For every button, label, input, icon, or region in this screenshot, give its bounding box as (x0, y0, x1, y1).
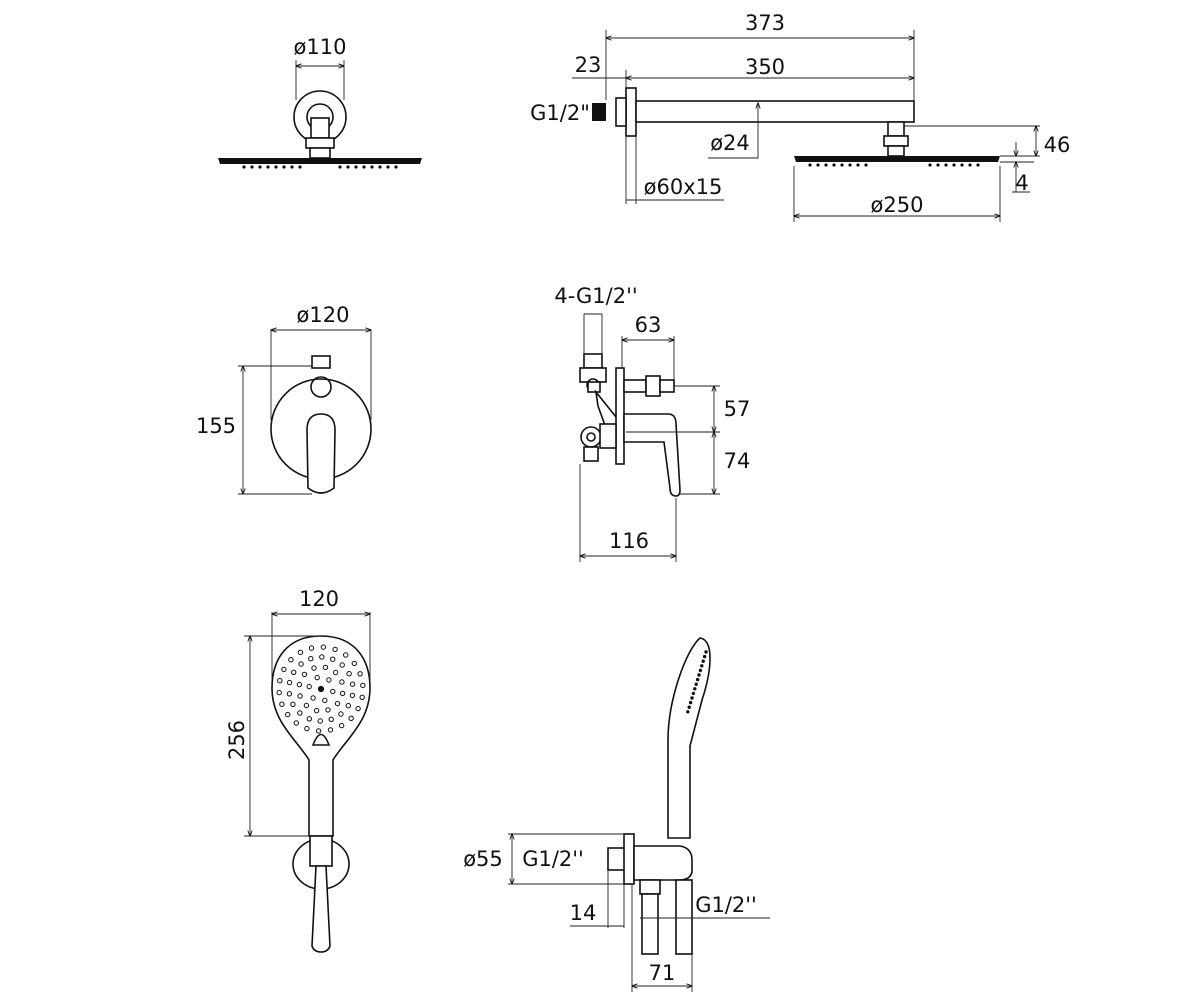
mixer-side-view: 4-G1/2'' 63 57 74 116 (554, 284, 750, 562)
plate-height-label: 155 (196, 414, 236, 438)
hand-head-width-label: 120 (299, 587, 339, 611)
mixer-total-depth-label: 116 (609, 529, 649, 553)
hand-shower-side-view: ø55 G1/2'' 14 G1/2'' 71 (463, 637, 770, 992)
mixer-lower-height-label: 74 (724, 449, 751, 473)
overhead-inlet-thread-label: G1/2" (530, 101, 590, 125)
mixer-upper-height-label: 57 (724, 397, 751, 421)
mixer-front-view: ø120 155 (196, 303, 372, 494)
arm-length-total-label: 373 (745, 11, 785, 35)
flange-offset-label: 23 (575, 53, 602, 77)
side-spray-nozzles (686, 650, 708, 714)
arm-length-label: 350 (745, 55, 785, 79)
overhead-shower-front-view: ø110 (218, 35, 422, 169)
flange-size-label: ø60x15 (644, 175, 723, 199)
hand-outlet-thread-label: G1/2'' (695, 893, 757, 917)
overhead-shower-side-view: 373 350 23 G1/2" ø24 ø60x15 46 4 ø250 (530, 11, 1070, 222)
spray-nozzles (276, 644, 366, 734)
head-diameter-label: ø250 (871, 193, 924, 217)
bracket-depth-label: 71 (649, 961, 676, 985)
head-thickness-label: 4 (1015, 171, 1028, 195)
overhead-front-diameter-label: ø110 (294, 35, 347, 59)
hand-shower-front-view: 120 256 (225, 587, 371, 953)
mixer-inlets-label: 4-G1/2'' (554, 284, 637, 308)
head-height-label: 46 (1044, 133, 1071, 157)
hand-inlet-thread-label: G1/2'' (522, 847, 584, 871)
mixer-body-depth-label: 63 (635, 313, 662, 337)
hand-length-label: 256 (225, 720, 249, 760)
thread-length-label: 14 (570, 901, 597, 925)
plate-diameter-label: ø120 (297, 303, 350, 327)
bracket-diameter-label: ø55 (463, 847, 503, 871)
arm-diameter-label: ø24 (710, 131, 750, 155)
